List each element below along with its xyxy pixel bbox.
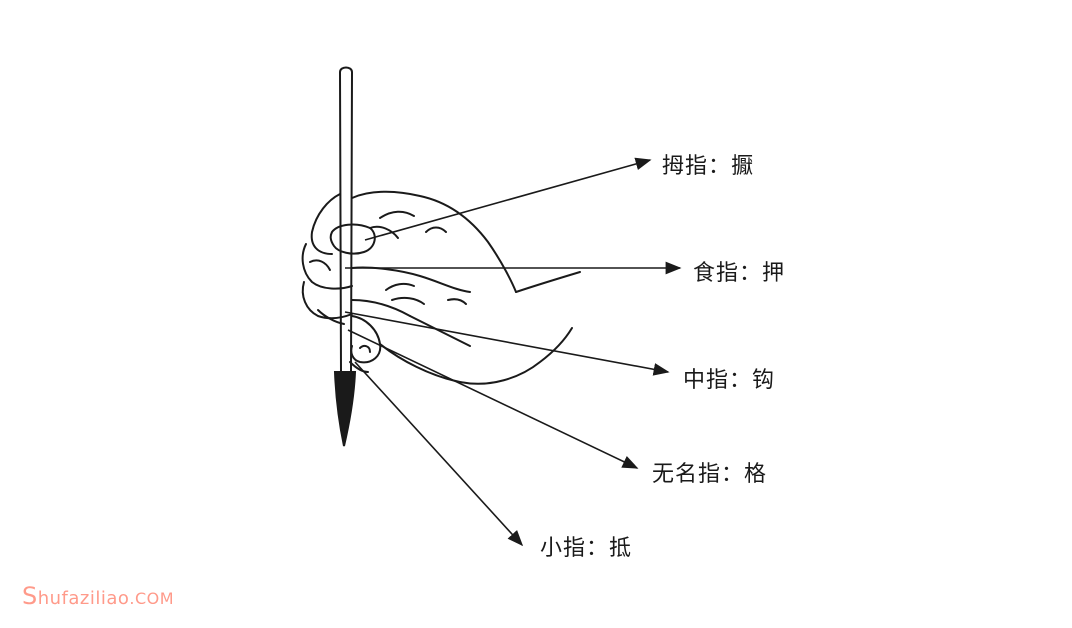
brush-shaft — [338, 66, 354, 373]
watermark-domain: .COM — [129, 589, 175, 608]
label-middle-finger: 中指：钩 — [683, 368, 776, 393]
watermark: Shufaziliao.COM — [22, 582, 174, 610]
arrow-little — [354, 361, 524, 547]
label-ring-finger: 无名指：格 — [652, 462, 768, 487]
watermark-initial: S — [22, 582, 38, 610]
arrow-thumb — [364, 157, 652, 241]
watermark-name: hufaziliao — [37, 588, 130, 609]
label-index-finger: 食指：押 — [693, 261, 786, 286]
pointer-arrows — [344, 157, 682, 547]
brush-tip — [333, 371, 357, 447]
arrow-ring — [347, 329, 639, 469]
label-thumb: 拇指：擫 — [662, 154, 755, 179]
arrow-middle — [344, 311, 670, 376]
label-little-finger: 小指：抵 — [540, 536, 633, 561]
brush — [333, 66, 357, 447]
